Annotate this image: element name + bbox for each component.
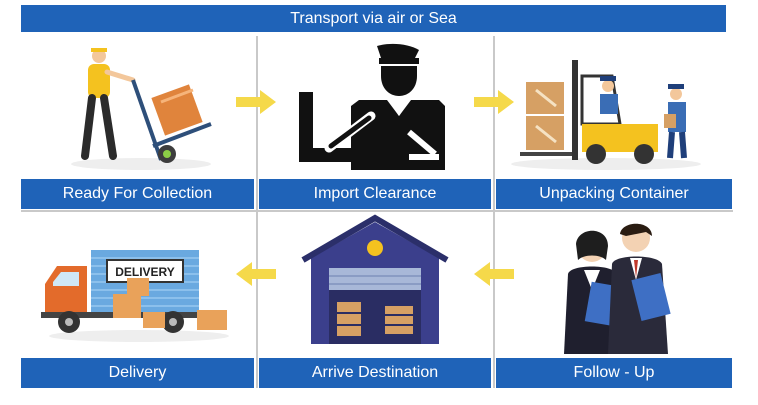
step-label: Import Clearance	[259, 179, 491, 209]
step-unpacking-container: Unpacking Container	[496, 36, 732, 209]
warehouse-illustration	[259, 214, 491, 358]
diagram-title: Transport via air or Sea	[21, 5, 726, 32]
grid-divider	[21, 210, 733, 212]
flow-arrow-left-icon	[474, 262, 514, 286]
step-label: Follow - Up	[496, 358, 732, 388]
grid-divider	[493, 36, 495, 388]
business-people-illustration	[496, 214, 732, 358]
step-label: Unpacking Container	[496, 179, 732, 209]
flow-arrow-right-icon	[236, 90, 276, 114]
step-label: Delivery	[21, 358, 254, 388]
step-delivery: DELIVERY Delivery	[21, 214, 254, 388]
step-label: Arrive Destination	[259, 358, 491, 388]
truck-sign-text: DELIVERY	[115, 265, 175, 279]
flow-arrow-left-icon	[236, 262, 276, 286]
step-import-clearance: Import Clearance	[259, 36, 491, 209]
step-follow-up: Follow - Up	[496, 214, 732, 388]
delivery-truck-illustration: DELIVERY	[21, 214, 254, 358]
grid-divider	[256, 36, 258, 388]
customs-officer-icon	[259, 36, 491, 179]
step-label: Ready For Collection	[21, 179, 254, 209]
step-arrive-destination: Arrive Destination	[259, 214, 491, 388]
step-ready-for-collection: Ready For Collection	[21, 36, 254, 209]
flow-arrow-right-icon	[474, 90, 514, 114]
hand-truck-worker-illustration	[21, 36, 254, 179]
forklift-workers-illustration	[496, 36, 732, 179]
